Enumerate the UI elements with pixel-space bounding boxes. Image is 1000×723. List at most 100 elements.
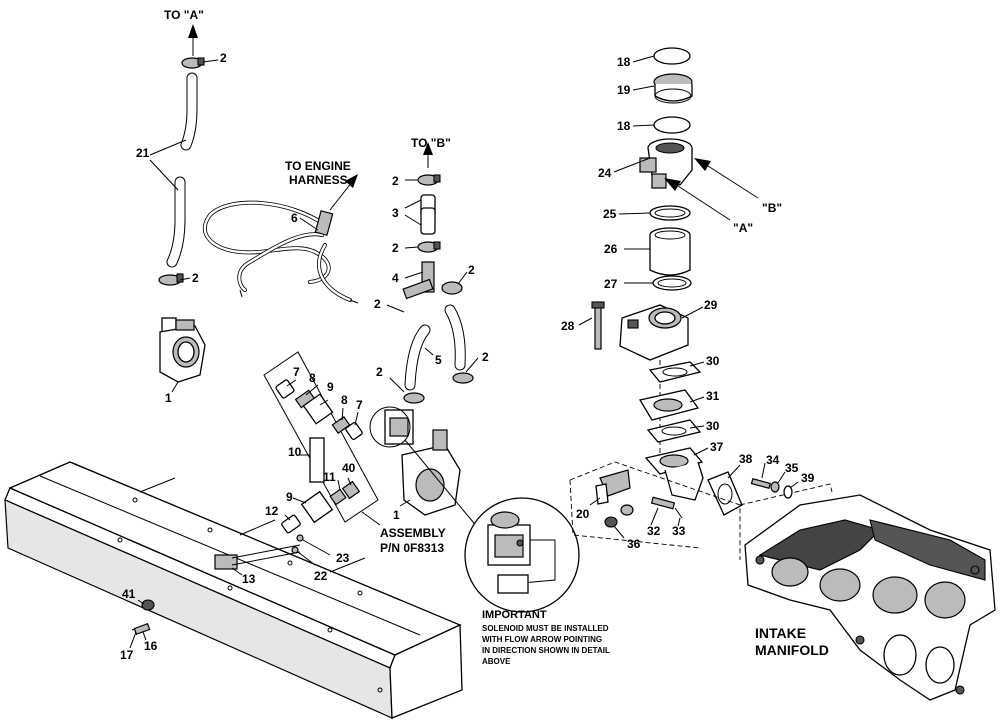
part-label: 12 [265,504,279,518]
part-label: 2 [392,241,399,255]
part-label: 11 [323,470,336,484]
part-label: 13 [242,572,256,586]
bolt-28 [591,301,605,350]
to-engine-label-1: TO ENGINE [285,159,351,173]
part-label: 20 [576,507,590,521]
part-label: 5 [435,353,442,367]
ref-a-label: "A" [733,221,753,235]
gasket-31 [638,389,700,421]
frame-rail [4,461,463,719]
hose-clamp-lower-pair [403,372,474,404]
part-label: 29 [704,298,718,312]
part-label: 7 [293,365,300,379]
important-note: IMPORTANT SOLENOID MUST BE INSTALLED WIT… [482,609,610,666]
part-label: 26 [604,242,618,256]
part-label: 4 [392,271,399,285]
important-title: IMPORTANT [482,609,547,621]
arrow-to-a [188,24,198,56]
hose-clamp-center-top [417,174,441,186]
wiring-harness [202,200,359,304]
adapter-19 [653,73,693,104]
part-label: 39 [801,471,815,485]
part-label: 1 [393,508,400,522]
intake-label-2: MANIFOLD [755,642,829,658]
part-label: 24 [598,166,612,180]
important-line-4: ABOVE [482,657,511,666]
part-label: 8 [341,393,348,407]
important-line-2: WITH FLOW ARROW POINTING [482,635,602,644]
assembly-parts [275,379,363,534]
to-b-label: TO "B" [411,136,451,150]
part-label: 22 [314,569,328,583]
to-a-label: TO "A" [164,8,204,22]
coupler-26 [649,227,691,276]
assembly-label-1: ASSEMBLY [380,526,446,540]
part-numbers: 2 21 2 1 6 2 3 2 4 2 2 5 2 2 7 8 9 8 7 1… [120,51,815,662]
adapter-37 [644,447,704,501]
part-label: 6 [291,211,298,225]
part-label: 9 [327,380,334,394]
part-label: 30 [706,419,720,433]
part-label: 28 [561,319,575,333]
hose-3 [420,194,436,235]
nut-36 [604,504,634,528]
part-label: 31 [706,389,720,403]
bracket-20 [595,469,631,505]
part-label: 36 [627,537,641,551]
ref-b-label: "B" [762,201,782,215]
part-label: 27 [604,277,618,291]
part-label: 7 [356,398,363,412]
important-line-1: SOLENOID MUST BE INSTALLED [482,624,609,633]
hose-5 [404,304,466,391]
part-label: 2 [376,365,383,379]
frame-fasteners [131,599,155,635]
part-label: 25 [603,207,617,221]
callout-text: TO "A" TO "B" TO ENGINE HARNESS ASSEMBLY… [164,8,829,658]
valve-1-center [369,406,461,516]
solenoid-detail [404,439,580,613]
part-label: 23 [336,551,350,565]
gasket-30-top [648,361,702,383]
tee-fitting-4 [402,261,435,300]
part-label: 19 [617,83,631,97]
part-label: 33 [672,524,686,538]
gasket-30-bottom [646,419,702,443]
part-label: 2 [468,263,475,277]
arrow-to-b [423,142,433,168]
o-ring-18-top [653,47,691,65]
intake-manifold [744,494,996,701]
part-label: 10 [288,445,302,459]
part-label: 16 [144,639,158,653]
part-label: 18 [617,55,631,69]
part-label: 3 [392,206,399,220]
hose-21 [166,72,198,268]
part-label: 2 [392,174,399,188]
o-ring-18-bottom [653,116,691,134]
throttle-body-29 [619,304,689,361]
valve-1-left [159,317,206,383]
dashed-bracket-outline [569,461,833,560]
clamp-25 [649,205,691,221]
clamp-27 [652,275,692,291]
assembly-label-2: P/N 0F8313 [380,541,444,555]
hose-clamp-right-mid [441,281,463,295]
hose-clamp-left-lower [158,273,184,286]
intake-label-1: INTAKE [755,625,806,641]
arrows-a-b [664,158,759,221]
part-label: 34 [766,453,780,467]
hose-clamp-top-left [181,57,205,69]
to-engine-label-2: HARNESS [289,173,348,187]
part-label: 30 [706,354,720,368]
part-label: 2 [374,297,381,311]
part-label: 9 [286,490,293,504]
part-label: 41 [122,587,136,601]
part-label: 18 [617,119,631,133]
part-label: 17 [120,648,134,662]
part-label: 32 [647,524,661,538]
bracket-13 [214,534,304,570]
part-label: 2 [220,51,227,65]
part-label: 40 [342,461,356,475]
part-label: 37 [710,440,724,454]
leader-lines [129,55,799,649]
